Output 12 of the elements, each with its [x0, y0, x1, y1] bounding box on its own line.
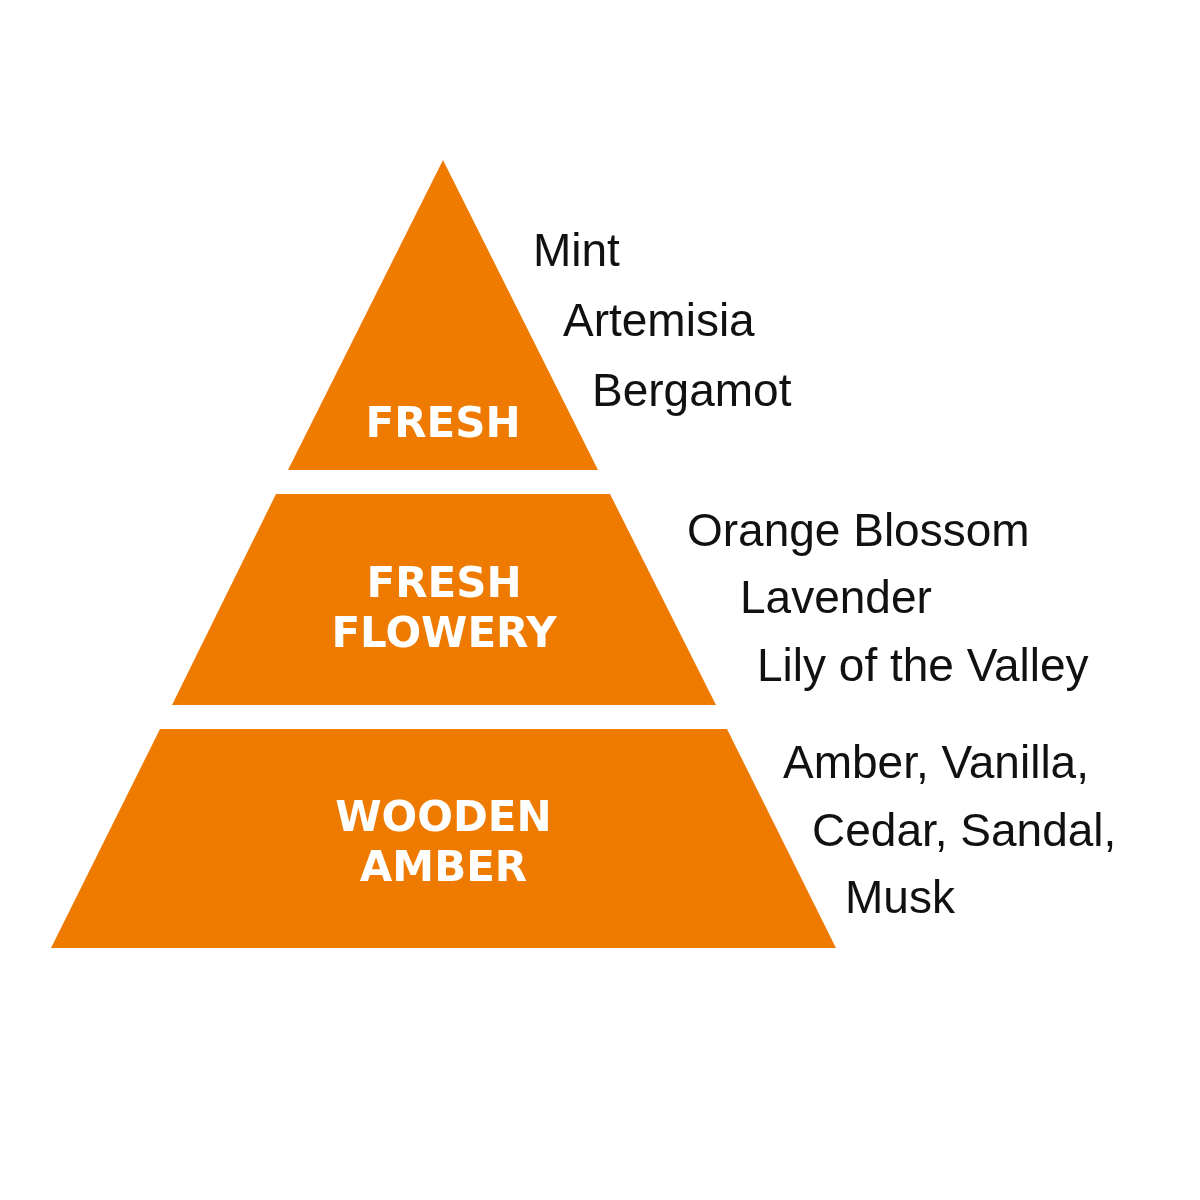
note-text: Lily of the Valley: [757, 639, 1089, 691]
note-text: Musk: [845, 871, 955, 923]
note-text: Lavender: [740, 571, 932, 623]
tier-label: WOODEN AMBER: [334, 792, 553, 892]
note-text: Amber, Vanilla,: [783, 736, 1089, 788]
tier-label: FRESH FLOWERY: [330, 558, 558, 658]
tier-label: FRESH: [364, 398, 522, 448]
note-text: Bergamot: [592, 364, 792, 416]
note-text: Mint: [533, 224, 620, 276]
note-text: Orange Blossom: [687, 504, 1030, 556]
note-text: Cedar, Sandal,: [812, 804, 1117, 856]
note-text: Artemisia: [563, 294, 755, 346]
